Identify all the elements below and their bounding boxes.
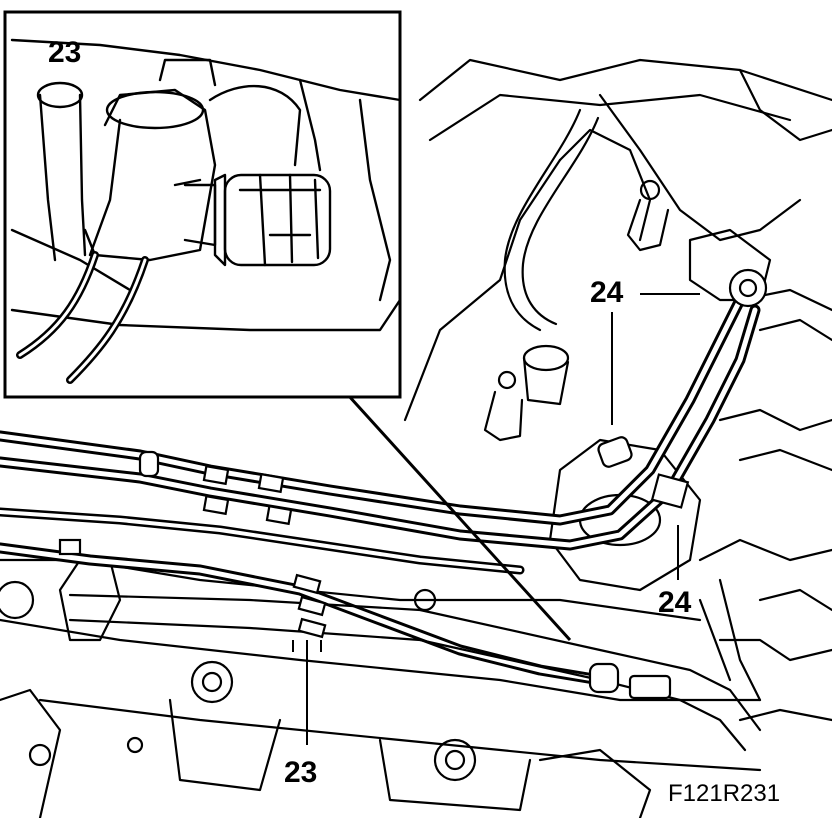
inset-detail [3, 10, 402, 399]
hose-clips [58, 268, 768, 700]
callout-23-bottom: 23 [284, 756, 318, 789]
fuel-lines [0, 294, 762, 752]
callout-24-top: 24 [590, 276, 624, 309]
callout-24-right: 24 [658, 586, 692, 619]
figure-code: F121R231 [668, 780, 781, 807]
callout-23-inset: 23 [48, 36, 82, 69]
